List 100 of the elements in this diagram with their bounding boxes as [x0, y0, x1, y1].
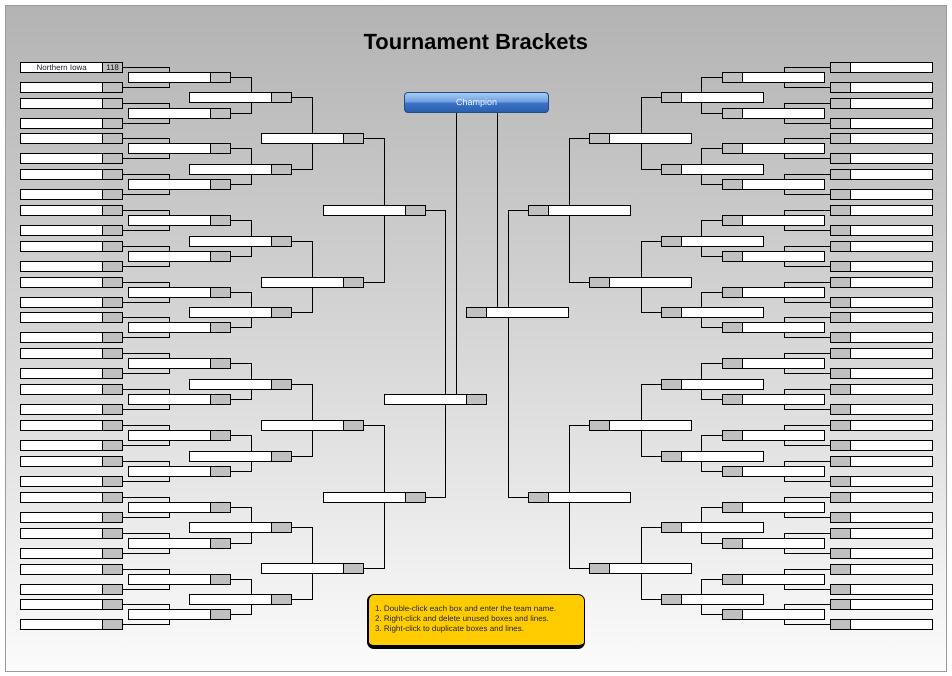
bracket-line — [784, 548, 830, 554]
bracket-line — [122, 440, 170, 446]
bracket-line — [230, 507, 252, 522]
bracket-line — [230, 390, 252, 400]
team-slot — [830, 169, 933, 180]
team-slot — [722, 574, 825, 585]
bracket-line — [292, 384, 313, 420]
bracket-line — [364, 138, 385, 206]
team-slot — [830, 584, 933, 595]
bracket-line — [230, 148, 252, 164]
team-slot — [20, 261, 123, 272]
bracket-line — [508, 318, 528, 498]
instructions-note — [367, 594, 585, 649]
bracket-line — [122, 282, 170, 288]
bracket-line — [456, 112, 457, 394]
team-slot — [830, 476, 933, 487]
bracket-line — [701, 246, 722, 257]
bracket-line — [701, 532, 722, 544]
team-slot — [830, 564, 933, 575]
bracket-line — [122, 620, 170, 625]
bracket-line — [122, 533, 170, 538]
team-slot — [722, 72, 825, 83]
bracket-line — [784, 368, 830, 374]
team-slot — [722, 430, 825, 441]
bracket-line — [784, 226, 830, 231]
team-slot — [20, 241, 123, 252]
bracket-line — [784, 154, 830, 159]
team-slot — [589, 563, 692, 574]
team-slot — [830, 277, 933, 288]
bracket-line — [292, 288, 313, 313]
team-slot — [830, 312, 933, 323]
bracket-line — [701, 292, 722, 308]
bracket-line — [122, 604, 170, 610]
team-slot — [20, 368, 123, 379]
bracket-line — [230, 102, 252, 114]
bracket-line — [122, 103, 170, 108]
bracket-line — [701, 462, 722, 472]
bracket-line — [230, 220, 252, 236]
team-slot — [20, 169, 123, 180]
team-slot — [589, 277, 692, 288]
bracket-line — [569, 502, 590, 569]
bracket-line — [364, 502, 385, 569]
bracket-line — [784, 282, 830, 288]
bracket-line — [784, 440, 830, 446]
bracket-line — [701, 363, 722, 380]
bracket-line — [122, 404, 170, 410]
team-slot — [830, 404, 933, 415]
bracket-line — [641, 288, 662, 313]
team-slot — [20, 297, 123, 308]
team-slot — [830, 297, 933, 308]
bracket-line — [701, 148, 722, 164]
bracket-line — [784, 584, 830, 590]
bracket-line — [230, 604, 252, 615]
team-slot — [20, 384, 123, 395]
bracket-line — [122, 584, 170, 590]
team-slot — [384, 394, 487, 405]
bracket-line — [122, 67, 170, 72]
team-slot — [830, 98, 933, 109]
bracket-line — [364, 425, 385, 492]
bracket-line — [784, 138, 830, 144]
team-slot — [261, 420, 364, 431]
bracket-line — [784, 332, 830, 338]
team-slot — [830, 456, 933, 467]
bracket-line — [784, 174, 830, 180]
bracket-line — [364, 216, 385, 283]
bracket-line — [122, 425, 170, 430]
bracket-line — [292, 574, 313, 600]
bracket-line — [641, 241, 662, 278]
bracket-line — [497, 112, 498, 308]
bracket-line — [230, 579, 252, 594]
team-slot — [128, 72, 231, 83]
team-slot — [128, 358, 231, 369]
bracket-line — [230, 435, 252, 452]
team-slot — [128, 502, 231, 513]
team-slot — [661, 236, 764, 247]
team-slot — [661, 594, 764, 605]
bracket-line — [784, 246, 830, 252]
bracket-line — [122, 154, 170, 159]
bracket-line — [784, 317, 830, 322]
champion-banner: Champion — [404, 92, 549, 113]
bracket-line — [122, 262, 170, 267]
diagram-title: Tournament Brackets — [364, 29, 588, 55]
team-slot — [128, 322, 231, 333]
team-slot — [128, 179, 231, 190]
bracket-line — [230, 532, 252, 544]
team-slot — [20, 404, 123, 415]
bracket-line — [122, 226, 170, 231]
bracket-line — [122, 476, 170, 482]
team-slot — [20, 476, 123, 487]
team-slot — [20, 599, 123, 610]
bracket-line — [701, 507, 722, 522]
bracket-line — [230, 363, 252, 380]
bracket-line — [569, 425, 590, 492]
team-slot — [466, 307, 569, 318]
team-slot — [189, 594, 292, 605]
team-slot — [830, 368, 933, 379]
team-slot — [20, 118, 123, 129]
team-slot — [830, 420, 933, 431]
bracket-line — [701, 102, 722, 114]
team-slot — [722, 502, 825, 513]
